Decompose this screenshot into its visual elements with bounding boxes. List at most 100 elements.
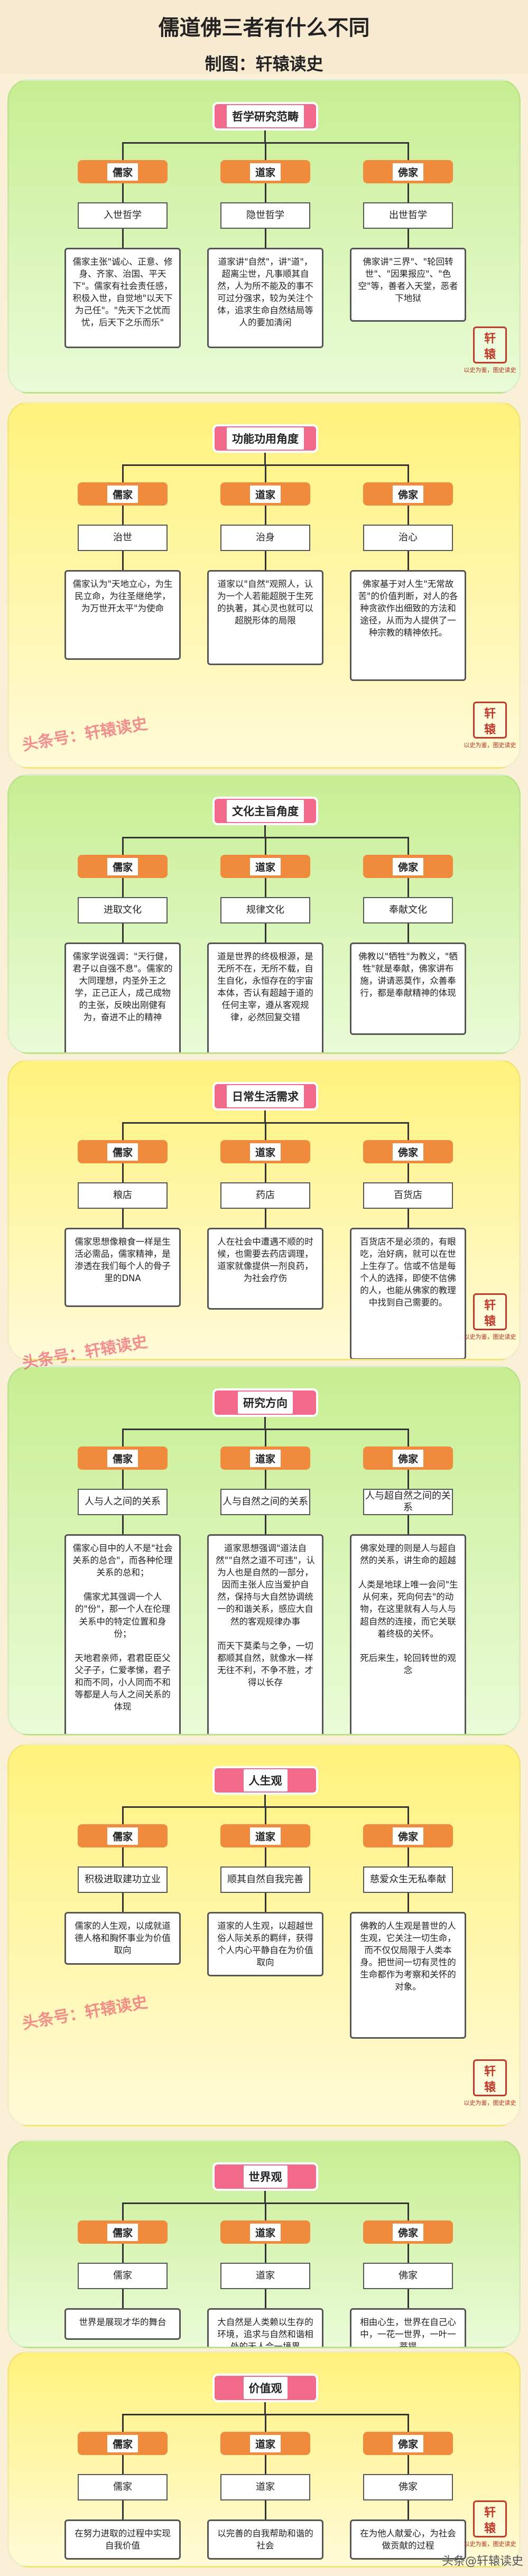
root-node: 功能功用角度 [212, 424, 318, 453]
connector-line [264, 825, 266, 837]
connector-line [407, 1470, 409, 1489]
connector-line [407, 464, 409, 482]
connector-line [122, 2289, 124, 2308]
header: 儒道佛三者有什么不同 制图：轩辕读史 [0, 0, 528, 74]
concept-node: 治心 [363, 525, 453, 551]
description-box: 道是世界的终极根源，是无所不在，无所不载，自生自化，永恒存在的宇宙本体，否认有超… [207, 942, 323, 1052]
root-node: 价值观 [212, 2374, 318, 2402]
page-subtitle: 制图：轩辕读史 [205, 54, 323, 74]
concept-node: 人与自然之间的关系 [220, 1489, 310, 1515]
description-box: 在为他人献爱心，为社会做贡献的过程 [350, 2519, 466, 2560]
connector-line [407, 2289, 409, 2308]
connector-line [265, 1163, 266, 1182]
connector-line [122, 464, 124, 482]
root-label: 哲学研究范畴 [227, 105, 304, 127]
connector-line [264, 130, 266, 142]
description-box: 百货店不是必须的，有眼吃，治好病，就可以在世上生存了。信或不信是每个人的选择，即… [350, 1228, 466, 1359]
connector-line [122, 1209, 124, 1228]
connector-line [265, 2202, 266, 2220]
school-2-node: 道家 [220, 1446, 310, 1470]
school-3-node: 佛家 [363, 160, 453, 183]
connector-line [407, 1806, 409, 1824]
connector-line [122, 183, 124, 202]
connector-line [264, 2402, 266, 2414]
connector-line [264, 1795, 266, 1806]
section-8: 价值观儒家儒家在努力进取的过程中实现自我价值道家道家以完善的自我帮助和谐的社会佛… [7, 2351, 521, 2568]
school-1-node: 儒家 [78, 2432, 168, 2455]
description-box: 道家以"自然"观照人，认为一个人若能超脱于生死的执著，其心灵也就可以超脱形体的局… [207, 570, 323, 665]
concept-node: 规律文化 [220, 897, 310, 923]
school-label: 儒家 [107, 485, 138, 503]
school-2-node: 道家 [220, 160, 310, 183]
section-2: 功能功用角度儒家治世儒家认为"天地立心，为生民立命，为往圣继绝学，为万世开太平"… [7, 402, 521, 769]
concept-node: 奉献文化 [363, 897, 453, 923]
school-3-node: 佛家 [363, 1140, 453, 1163]
school-label: 儒家 [107, 1827, 138, 1845]
concept-node: 入世哲学 [78, 202, 168, 229]
description-box: 在努力进取的过程中实现自我价值 [64, 2519, 181, 2560]
section-5: 研究方向儒家人与人之间的关系儒家心目中的人不是"社会关系的总合"，而各种伦理关系… [7, 1366, 521, 1735]
connector-line [265, 2289, 266, 2308]
connector-line [122, 2500, 124, 2519]
section-7: 世界观儒家儒家世界是展现才华的舞台道家道家大自然是人类赖以生存的环境，追求与自然… [7, 2140, 521, 2348]
root-node: 人生观 [212, 1766, 318, 1795]
school-1-node: 儒家 [78, 1824, 168, 1847]
connector-line [407, 2455, 409, 2474]
connector-line [265, 878, 266, 897]
description-box: 佛家基于对人生"无常故苦"的价值判断，对人的各种贪欲作出细致的方法和途径，从而为… [350, 570, 466, 681]
connector-line [407, 2202, 409, 2220]
description-box: 儒家思想像粮食一样是生活必需品，儒家精神，是渗透在我们每个人的骨子里的DNA [64, 1228, 181, 1307]
section-1: 哲学研究范畴儒家入世哲学儒家主张"诚心、正意、修身、齐家、治国、平天下"。儒家有… [7, 79, 521, 394]
school-label: 佛家 [392, 1449, 423, 1467]
school-label: 佛家 [392, 163, 423, 181]
connector-line [407, 551, 409, 570]
school-3-node: 佛家 [363, 2432, 453, 2455]
school-3-node: 佛家 [363, 482, 453, 506]
concept-node: 治身 [220, 525, 310, 551]
connector-line [265, 506, 266, 525]
connector-line [407, 1515, 409, 1534]
root-node: 世界观 [212, 2162, 318, 2191]
connector-line [407, 2414, 409, 2432]
school-label: 佛家 [392, 485, 423, 503]
root-label: 人生观 [243, 1769, 288, 1791]
description-box: 人在社会中遭遇不顺的时候，也需要去药店调理，道家就像提供一剂良药，为社会疗伤 [207, 1228, 323, 1310]
seal-stamp: 轩辕以史为鉴，图史读史 [461, 2059, 519, 2107]
school-2-node: 道家 [220, 1140, 310, 1163]
connector-line [265, 2455, 266, 2474]
section-6: 人生观儒家积极进取建功立业儒家的人生观，以成就道德人格和胸怀事业为价值取向道家顺… [7, 1743, 521, 2126]
connector-line [122, 142, 124, 160]
seal-stamp: 轩辕以史为鉴，图史读史 [461, 1293, 519, 1341]
root-node: 文化主旨角度 [212, 797, 318, 825]
connector-line [122, 1806, 124, 1824]
concept-node: 药店 [220, 1182, 310, 1209]
section-3: 文化主旨角度儒家进取文化儒家学说强调："天行健，君子以自强不息"。儒家的大同理想… [7, 774, 521, 1054]
root-label: 文化主旨角度 [227, 800, 304, 822]
school-1-node: 儒家 [78, 855, 168, 878]
seal-motto: 以史为鉴，图史读史 [464, 2099, 516, 2106]
school-label: 道家 [249, 1143, 281, 1161]
school-label: 道家 [249, 1449, 281, 1467]
concept-node: 儒家 [78, 2474, 168, 2500]
connector-line [122, 2455, 124, 2474]
connector-line [407, 878, 409, 897]
connector-line [265, 551, 266, 570]
seal-motto: 以史为鉴，图史读史 [464, 1333, 516, 1340]
school-3-node: 佛家 [363, 2220, 453, 2244]
seal-logo: 轩辕 [473, 702, 507, 739]
concept-node: 佛家 [363, 2263, 453, 2289]
connector-line [407, 1847, 409, 1866]
root-node: 日常生活需求 [212, 1082, 318, 1110]
concept-node: 人与人之间的关系 [78, 1489, 168, 1515]
concept-node: 人与超自然之间的关系 [363, 1489, 453, 1515]
school-1-node: 儒家 [78, 482, 168, 506]
seal-motto: 以史为鉴，图史读史 [464, 367, 516, 374]
description-box: 道家的人生观，以超越世俗人际关系的羁绊，获得个人内心平静自在为价值取向 [207, 1912, 323, 1977]
seal-logo: 轩辕 [473, 2500, 507, 2537]
page-title: 儒道佛三者有什么不同 [158, 16, 370, 40]
seal-logo: 轩辕 [473, 326, 507, 363]
connector-line [407, 837, 409, 855]
concept-node: 粮店 [78, 1182, 168, 1209]
description-box: 儒家主张"诚心、正意、修身、齐家、治国、平天下"。儒家有社会责任感，积极入世，自… [64, 248, 181, 348]
root-node: 研究方向 [212, 1388, 318, 1417]
